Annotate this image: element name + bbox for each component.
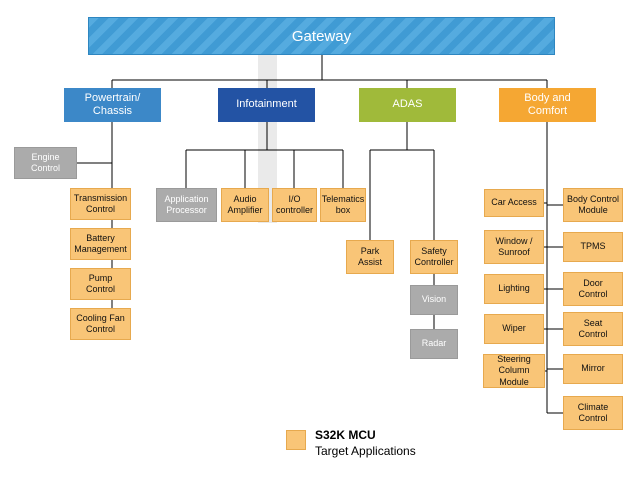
gateway-node: Gateway — [88, 17, 555, 55]
node-lighting: Lighting — [484, 274, 544, 304]
node-park-assist: Park Assist — [346, 240, 394, 274]
node-steering-column-module: Steering Column Module — [483, 354, 545, 388]
node-wiper: Wiper — [484, 314, 544, 344]
node-engine-control: Engine Control — [14, 147, 77, 179]
legend-subtitle: Target Applications — [315, 444, 416, 458]
legend-mcu-swatch — [286, 430, 306, 450]
node-audio-amplifier: Audio Amplifier — [221, 188, 269, 222]
legend: S32K MCU Target Applications — [286, 428, 416, 458]
node-cooling-fan-control: Cooling Fan Control — [70, 308, 131, 340]
node-door-control: Door Control — [563, 272, 623, 306]
node-seat-control: Seat Control — [563, 312, 623, 346]
node-pump-control: Pump Control — [70, 268, 131, 300]
node-telematics-box: Telematics box — [320, 188, 366, 222]
node-radar: Radar — [410, 329, 458, 359]
node-io-controller: I/O controller — [272, 188, 317, 222]
node-safety-controller: Safety Controller — [410, 240, 458, 274]
node-transmission-control: Transmission Control — [70, 188, 131, 220]
category-powertrain-chassis: Powertrain/ Chassis — [64, 88, 161, 122]
node-window-sunroof: Window / Sunroof — [484, 230, 544, 264]
node-body-control-module: Body Control Module — [563, 188, 623, 222]
node-mirror: Mirror — [563, 354, 623, 384]
node-vision: Vision — [410, 285, 458, 315]
node-car-access: Car Access — [484, 189, 544, 217]
category-body-comfort: Body and Comfort — [499, 88, 596, 122]
node-climate-control: Climate Control — [563, 396, 623, 430]
category-adas: ADAS — [359, 88, 456, 122]
legend-title: S32K MCU — [315, 428, 376, 442]
category-infotainment: Infotainment — [218, 88, 315, 122]
node-application-processor: Application Processor — [156, 188, 217, 222]
node-battery-management: Battery Management — [70, 228, 131, 260]
node-tpms: TPMS — [563, 232, 623, 262]
